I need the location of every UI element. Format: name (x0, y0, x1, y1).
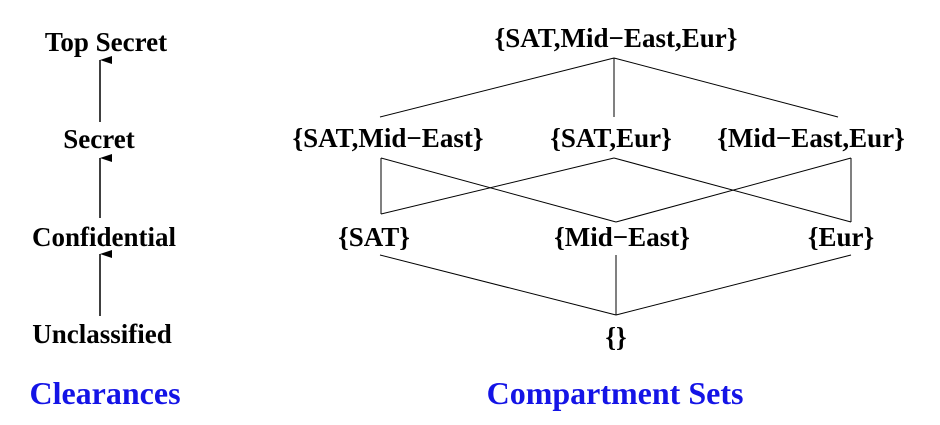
edge-top-satmid (379, 57, 615, 118)
compartment-sets-caption: Compartment Sets (487, 375, 744, 411)
clearance-unclassified: Unclassified (32, 319, 172, 349)
node-sat-mid-east-eur: {SAT,Mid−East,Eur} (495, 23, 738, 53)
edge-eur-empty (615, 254, 852, 316)
clearance-top-secret: Top Secret (45, 27, 167, 57)
clearance-confidential: Confidential (32, 222, 177, 252)
clearances-caption: Clearances (29, 375, 180, 411)
edge-satmid-mid (380, 157, 617, 223)
clearance-secret: Secret (63, 124, 134, 154)
node-sat-mid-east: {SAT,Mid−East} (293, 123, 484, 153)
node-empty-set: {} (605, 322, 626, 352)
node-mid-east-eur: {Mid−East,Eur} (717, 123, 904, 153)
edge-top-mideur (613, 57, 839, 118)
edge-mideur-mid (615, 157, 852, 223)
lattice-edges (379, 57, 852, 316)
node-mid-east: {Mid−East} (554, 222, 690, 252)
edge-sat-empty (379, 254, 617, 316)
node-eur: {Eur} (808, 222, 874, 252)
node-sat-eur: {SAT,Eur} (550, 123, 672, 153)
node-sat: {SAT} (338, 222, 410, 252)
edge-sateur-sat (380, 157, 615, 215)
